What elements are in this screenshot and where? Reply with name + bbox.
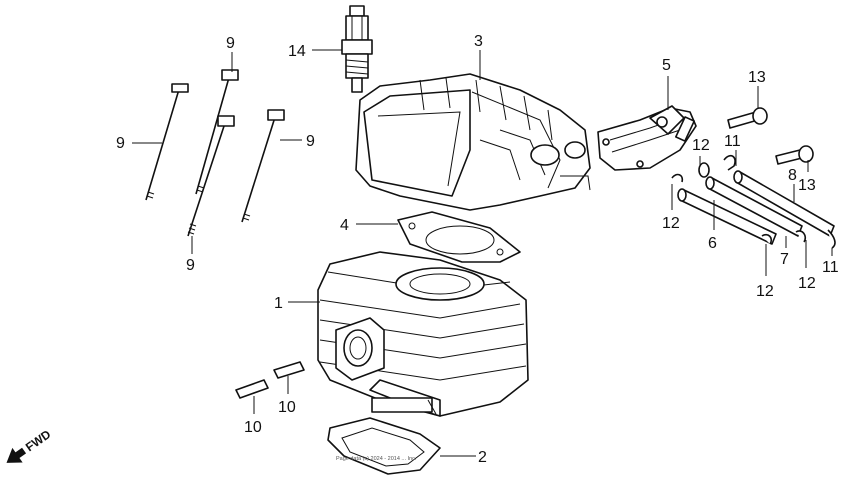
clip-11a[interactable] <box>723 154 736 171</box>
callout-12-bottom: 12 <box>756 283 774 300</box>
callout-14: 14 <box>288 43 306 60</box>
callout-6: 6 <box>708 235 717 252</box>
stud-bolt-1[interactable] <box>145 83 189 201</box>
callout-7: 7 <box>780 251 789 268</box>
clip-11b[interactable] <box>827 229 836 249</box>
callout-13-top: 13 <box>748 69 766 86</box>
callout-10-right: 10 <box>278 399 296 416</box>
callout-4: 4 <box>340 217 349 234</box>
leader-lines <box>132 49 833 457</box>
callout-3: 3 <box>474 33 483 50</box>
stud-bolt-3[interactable] <box>187 115 235 237</box>
clip-12d[interactable] <box>795 230 807 243</box>
callout-10-left: 10 <box>244 419 262 436</box>
stud-bolt-4[interactable] <box>241 109 285 223</box>
cylinder-head[interactable] <box>355 73 591 211</box>
copyright-text: Page data (c) 2024 - 2014 ... Inc. <box>336 456 417 462</box>
cylinder[interactable] <box>317 251 529 417</box>
stud-bolt-2[interactable] <box>195 69 239 195</box>
spark-plug[interactable] <box>341 5 373 93</box>
pipe-6[interactable] <box>677 188 777 245</box>
forward-arrow-icon: FWD <box>6 427 54 463</box>
head-gasket[interactable] <box>397 211 521 263</box>
callout-12-upper: 12 <box>692 137 710 154</box>
dowel-pin-2[interactable] <box>273 361 305 379</box>
callout-9-right: 9 <box>306 133 315 150</box>
base-gasket[interactable] <box>327 417 441 475</box>
callout-8: 8 <box>788 167 797 184</box>
pipe-7[interactable] <box>705 176 803 237</box>
reed-valve[interactable] <box>597 105 697 171</box>
clip-12b[interactable] <box>671 173 684 183</box>
callout-5: 5 <box>662 57 671 74</box>
callout-9-top: 9 <box>226 35 235 52</box>
callout-12-right: 12 <box>798 275 816 292</box>
callout-1: 1 <box>274 295 283 312</box>
dowel-pin-1[interactable] <box>235 379 269 399</box>
callout-9-left: 9 <box>116 135 125 152</box>
callout-11-upper: 11 <box>724 133 741 150</box>
callout-2: 2 <box>478 449 487 466</box>
callout-9-bottom: 9 <box>186 257 195 274</box>
forward-label: FWD <box>23 427 54 454</box>
clip-12a[interactable] <box>698 162 710 178</box>
callout-13-bottom: 13 <box>798 177 816 194</box>
bolt-13a[interactable] <box>727 107 768 129</box>
clip-12c[interactable] <box>761 233 773 245</box>
callout-12-left: 12 <box>662 215 680 232</box>
callout-11-lower: 11 <box>822 259 839 276</box>
bolt-13b[interactable] <box>775 145 814 165</box>
